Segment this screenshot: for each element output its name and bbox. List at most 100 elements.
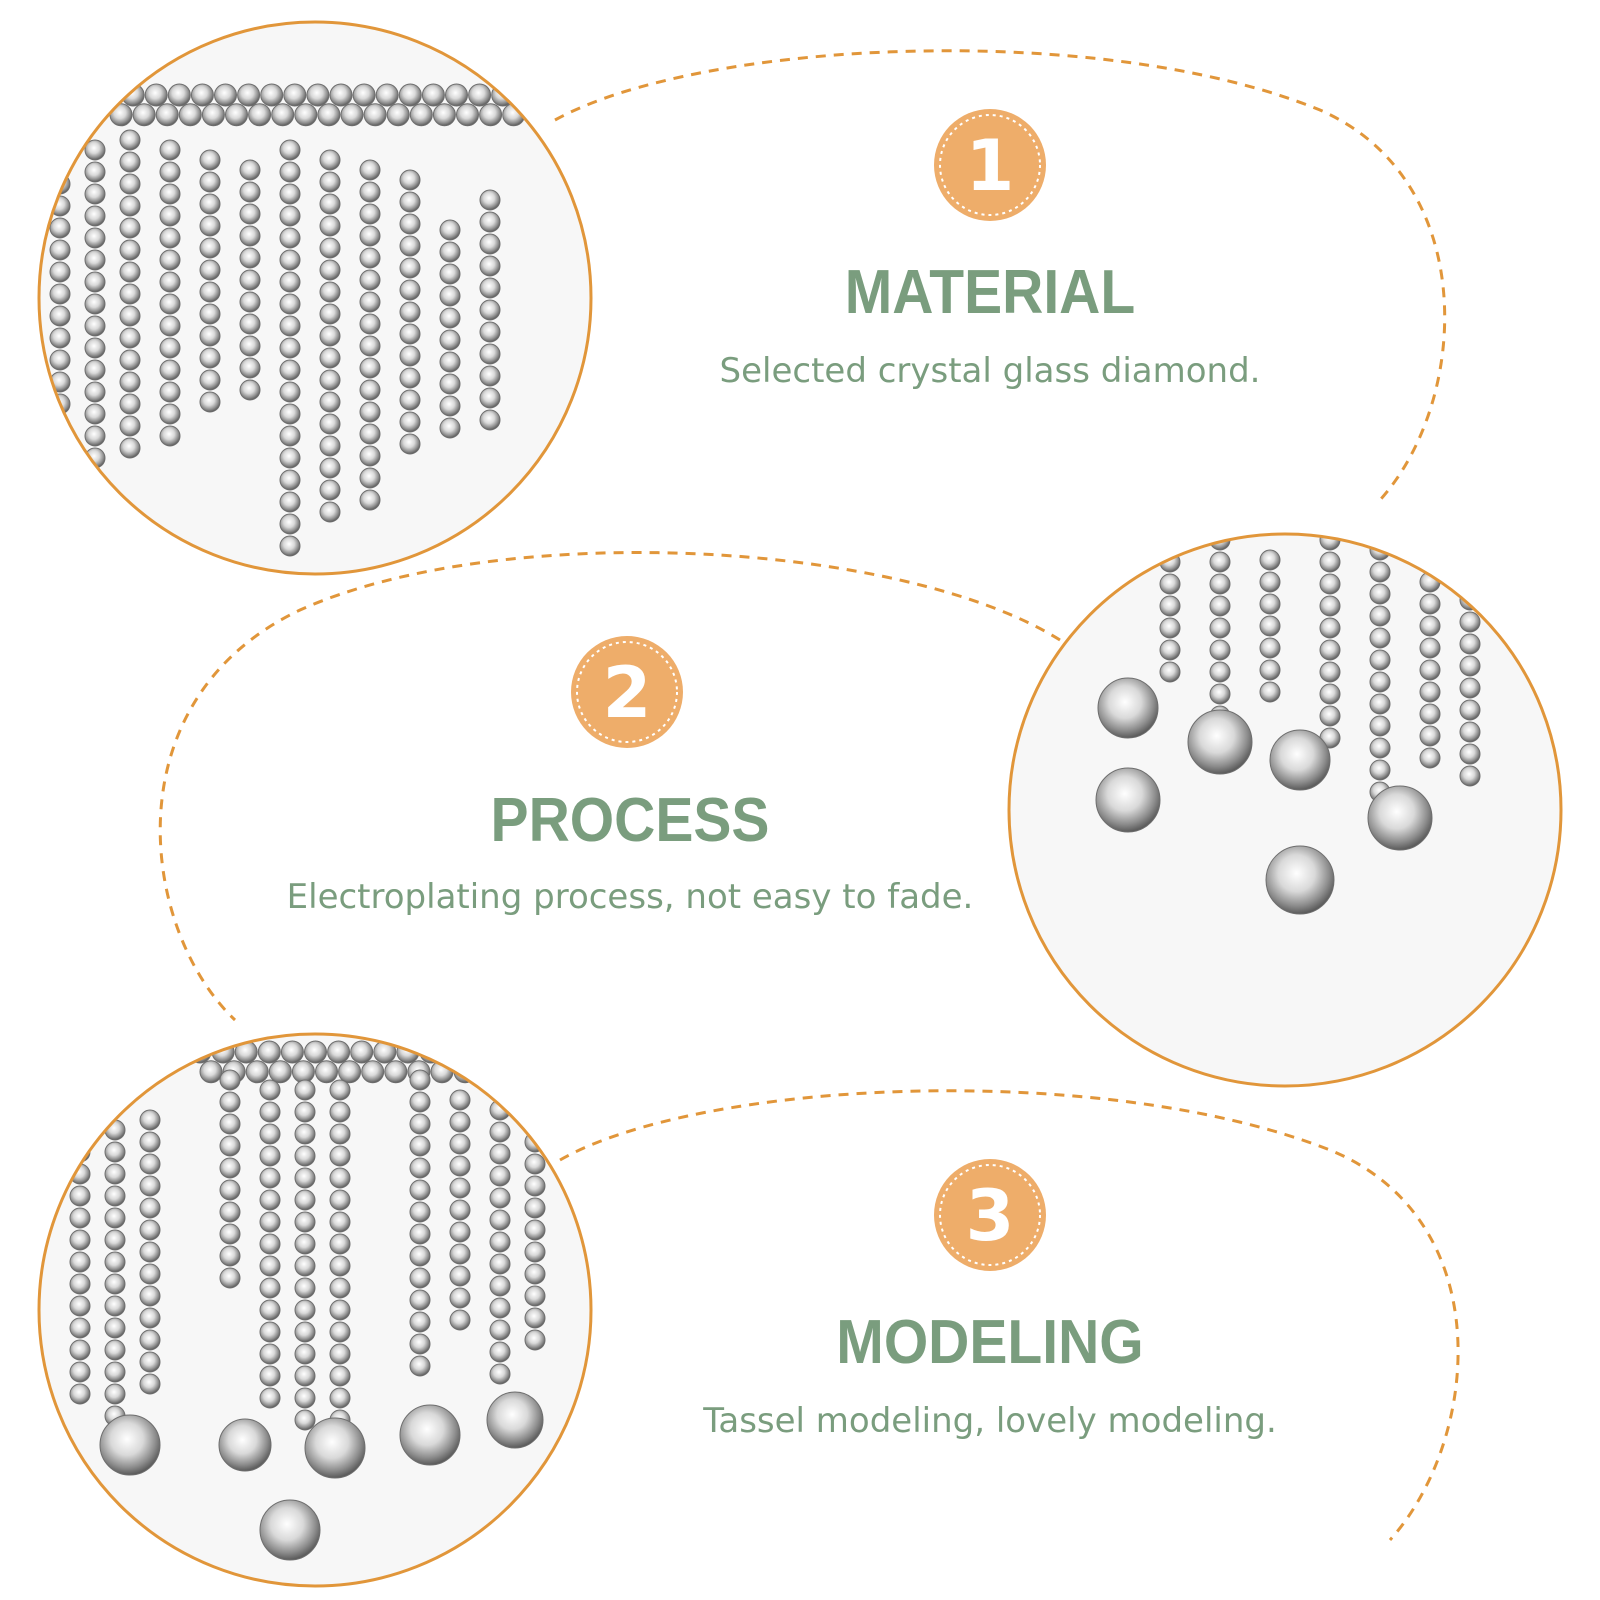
rhinestone: [159, 161, 181, 183]
rhinestone: [119, 437, 141, 459]
rhinestone: [260, 83, 284, 107]
rhinestone: [139, 1307, 161, 1329]
rhinestone: [476, 1060, 500, 1084]
rhinestone: [49, 459, 71, 481]
rhinestone: [155, 103, 179, 127]
rhinestone: [84, 205, 106, 227]
rhinestone: [1459, 765, 1481, 787]
rhinestone: [1095, 767, 1161, 833]
rhinestone: [201, 103, 225, 127]
rhinestone: [159, 249, 181, 271]
rhinestone: [1369, 759, 1391, 781]
rhinestone: [489, 1121, 511, 1143]
rhinestone: [119, 217, 141, 239]
rhinestone: [329, 1321, 351, 1343]
rhinestone: [104, 1163, 126, 1185]
rhinestone: [409, 1223, 431, 1245]
rhinestone: [399, 345, 421, 367]
rhinestone: [409, 1091, 431, 1113]
rhinestone: [239, 225, 261, 247]
rhinestone: [199, 171, 221, 193]
rhinestone: [479, 387, 501, 409]
number-badge-1: 1: [934, 109, 1046, 221]
rhinestone: [489, 1165, 511, 1187]
rhinestone: [294, 1167, 316, 1189]
rhinestone: [329, 1387, 351, 1409]
rhinestone: [489, 1341, 511, 1363]
rhinestone: [1459, 611, 1481, 633]
rhinestone: [340, 103, 364, 127]
rhinestone: [399, 323, 421, 345]
rhinestone: [259, 1321, 281, 1343]
rhinestone: [361, 1060, 385, 1084]
rhinestone: [1459, 677, 1481, 699]
rhinestone: [329, 1255, 351, 1277]
rhinestone: [119, 393, 141, 415]
rhinestone: [119, 261, 141, 283]
rhinestone: [399, 389, 421, 411]
rhinestone: [259, 1277, 281, 1299]
rhinestone: [159, 359, 181, 381]
rhinestone: [279, 161, 301, 183]
rhinestone: [294, 1123, 316, 1145]
rhinestone: [283, 83, 307, 107]
rhinestone: [329, 1343, 351, 1365]
rhinestone: [363, 103, 387, 127]
rhinestone: [279, 469, 301, 491]
rhinestone: [1419, 659, 1441, 681]
rhinestone: [178, 103, 202, 127]
rhinestone: [319, 281, 341, 303]
rhinestone: [219, 1245, 241, 1267]
rhinestone: [486, 1391, 544, 1449]
rhinestone: [1369, 671, 1391, 693]
rhinestone: [1259, 593, 1281, 615]
rhinestone: [84, 315, 106, 337]
rhinestone: [524, 1153, 546, 1175]
rhinestone: [279, 425, 301, 447]
rhinestone: [329, 1079, 351, 1101]
rhinestone-fringe-closeup-photo: [37, 20, 593, 576]
rhinestone: [1419, 747, 1441, 769]
rhinestone: [449, 1265, 471, 1287]
rhinestone: [399, 279, 421, 301]
rhinestone: [489, 1253, 511, 1275]
rhinestone: [294, 1189, 316, 1211]
rhinestone: [1369, 737, 1391, 759]
rhinestone: [514, 83, 538, 107]
rhinestone: [199, 193, 221, 215]
rhinestone: [1369, 627, 1391, 649]
rhinestone: [329, 1299, 351, 1321]
rhinestone: [524, 1219, 546, 1241]
rhinestone: [119, 239, 141, 261]
rhinestone: [1319, 683, 1341, 705]
rhinestone: [84, 227, 106, 249]
rhinestone: [237, 83, 261, 107]
rhinestone: [1159, 595, 1181, 617]
rhinestone: [279, 315, 301, 337]
rhinestone: [359, 269, 381, 291]
rhinestone: [69, 1229, 91, 1251]
rhinestone: [409, 1157, 431, 1179]
rhinestone: [119, 349, 141, 371]
rhinestone: [338, 1060, 362, 1084]
rhinestone: [439, 241, 461, 263]
rhinestone: [479, 211, 501, 233]
rhinestone: [329, 1101, 351, 1123]
rhinestone: [139, 1197, 161, 1219]
rhinestone: [139, 1153, 161, 1175]
rhinestone: [139, 1241, 161, 1263]
rhinestone: [449, 1309, 471, 1331]
rhinestone: [199, 149, 221, 171]
rhinestone: [439, 307, 461, 329]
rhinestone: [219, 1157, 241, 1179]
rhinestone: [359, 203, 381, 225]
rhinestone: [139, 1175, 161, 1197]
rhinestone: [479, 343, 501, 365]
rhinestone: [479, 233, 501, 255]
rhinestone: [104, 1273, 126, 1295]
rhinestone: [399, 433, 421, 455]
rhinestone: [199, 391, 221, 413]
rhinestone: [218, 1418, 272, 1472]
rhinestone: [409, 103, 433, 127]
number-badge-3: 3: [934, 1159, 1046, 1271]
